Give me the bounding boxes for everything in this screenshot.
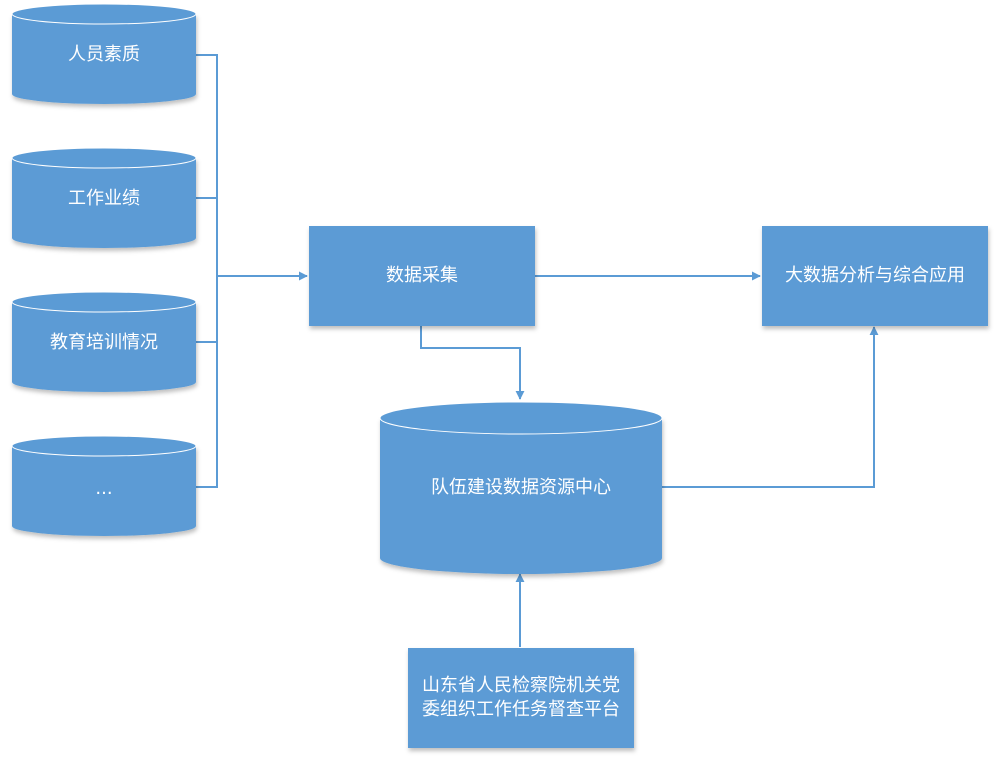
platform-box [408,648,634,748]
arrow-center-to-analysis [662,326,879,488]
center-cylinder [379,401,663,574]
source-2-cylinder [11,147,197,248]
center-label: 队伍建设数据资源中心 [431,477,611,498]
source-1-label: 人员素质 [68,44,140,65]
source-3-label: 教育培训情况 [50,332,158,353]
source-4-cylinder [11,435,197,536]
source-merge-line [196,54,218,488]
platform-label: 山东省人民检察院机关党委组织工作任务督查平台 [422,675,620,720]
source-3-cylinder [11,291,197,392]
collect-box [309,226,535,326]
arrow-collect-to-center [420,326,525,400]
analysis-label: 大数据分析与综合应用 [785,265,965,286]
collect-label: 数据采集 [386,265,458,286]
source-4-label: ... [95,478,113,499]
connectors [196,54,879,647]
source-1-cylinder [11,3,197,104]
source-2-label: 工作业绩 [68,188,140,209]
analysis-box [762,226,988,326]
